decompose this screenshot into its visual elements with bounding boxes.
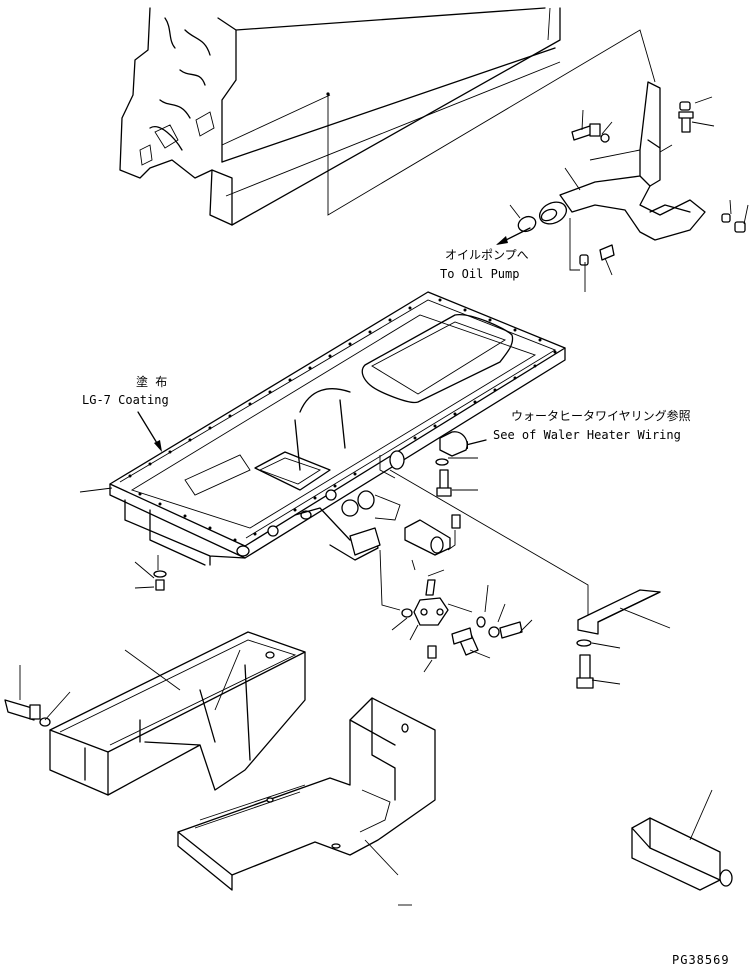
heater-wiring-label-en: See of Waler Heater Wiring	[493, 428, 681, 442]
heater-wiring-label-jp: ウォータヒータワイヤリング参照	[511, 408, 691, 423]
oil-pan	[109, 291, 566, 566]
alignment-line-right	[389, 469, 589, 615]
lower-frame	[177, 697, 436, 891]
leader-lines-top	[509, 96, 749, 292]
right-bracket	[576, 589, 671, 689]
leader-lines-left	[79, 487, 167, 591]
drain-valve-assembly	[379, 514, 533, 673]
flange-holes	[128, 298, 557, 542]
drawing-number: PG38569	[672, 953, 730, 967]
coating-label-en: LG-7 Coating	[82, 393, 169, 407]
alignment-line-left	[327, 29, 656, 216]
engine-block	[119, 7, 561, 226]
extension-pipe	[631, 789, 733, 891]
coating-label-jp: 塗 布	[136, 374, 167, 389]
lower-oil-pan-guard	[4, 631, 306, 796]
oil-pump-label-en: To Oil Pump	[440, 267, 519, 281]
suction-pipe-assembly	[517, 81, 706, 241]
top-right-fasteners	[571, 101, 746, 266]
oil-pump-label-jp: オイルポンプへ	[445, 248, 529, 262]
heater-clamp-fasteners	[435, 431, 478, 497]
